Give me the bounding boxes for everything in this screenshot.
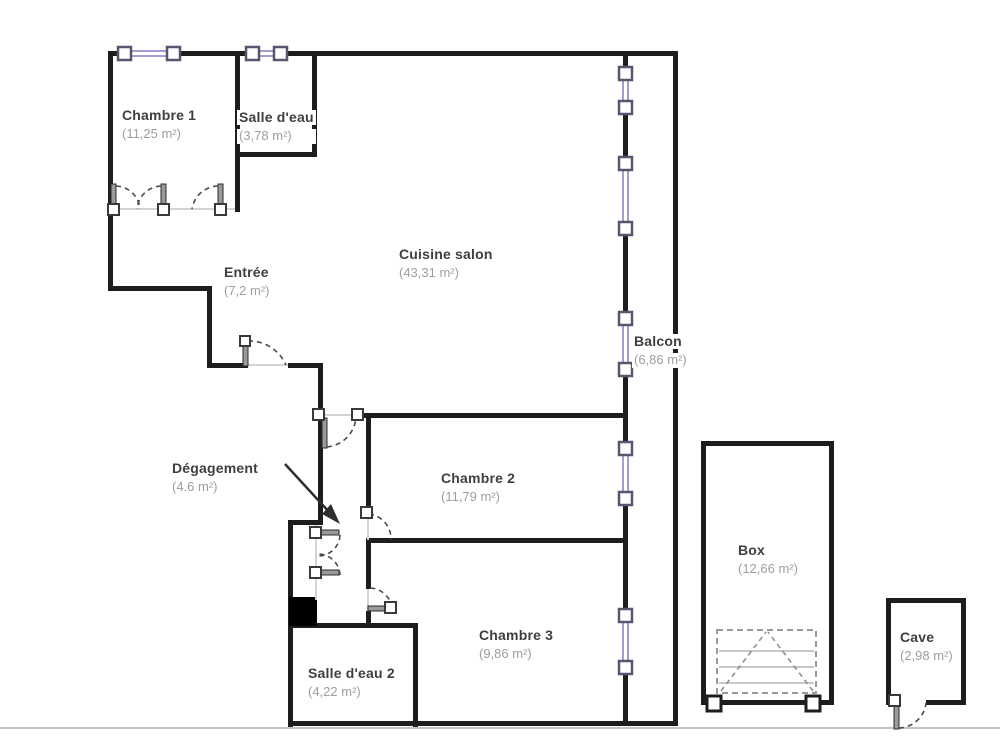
room-area: (11,25 m²) — [122, 126, 181, 142]
room-name: Chambre 3 — [479, 627, 554, 643]
room-name: Cuisine salon — [399, 246, 493, 262]
room-label-cave: Cave (2,98 m²) — [900, 629, 953, 664]
room-label-balcon: Balcon (6,86 m²) — [632, 333, 689, 368]
room-label-box: Box (12,66 m²) — [738, 542, 798, 577]
room-name: Salle d'eau 2 — [308, 665, 395, 681]
door-opening-lines — [112, 208, 369, 611]
windows — [116, 45, 634, 676]
room-label-chambre-1: Chambre 1 (11,25 m²) — [122, 107, 197, 142]
room-label-chambre-3: Chambre 3 (9,86 m²) — [479, 627, 554, 662]
room-area: (2,98 m²) — [900, 648, 953, 664]
room-name: Salle d'eau — [237, 109, 316, 126]
window-caps — [116, 45, 634, 676]
room-area: (6,86 m²) — [632, 352, 689, 368]
room-area: (7,2 m²) — [224, 283, 270, 299]
door-arcs — [115, 185, 927, 729]
room-area: (4,22 m²) — [308, 684, 361, 700]
door-caps — [107, 203, 901, 707]
room-name: Cave — [900, 629, 935, 645]
room-label-salle-deau: Salle d'eau (3,78 m²) — [237, 109, 316, 144]
room-label-cuisine-salon: Cuisine salon (43,31 m²) — [399, 246, 493, 281]
room-name: Chambre 2 — [441, 470, 516, 486]
room-name: Balcon — [632, 333, 689, 350]
ground-line — [0, 727, 1000, 729]
garage-door — [705, 629, 822, 713]
window-glass — [126, 50, 629, 664]
room-label-chambre-2: Chambre 2 (11,79 m²) — [441, 470, 516, 505]
pointer-arrow — [284, 463, 340, 524]
garage-posts — [705, 694, 822, 713]
room-area: (11,79 m²) — [441, 489, 500, 505]
doors — [107, 183, 927, 730]
shaft — [289, 597, 317, 626]
room-name: Chambre 1 — [122, 107, 197, 123]
room-name: Entrée — [224, 264, 269, 280]
room-label-salle-deau-2: Salle d'eau 2 (4,22 m²) — [308, 665, 395, 700]
room-name: Dégagement — [172, 460, 259, 476]
room-name: Box — [738, 542, 766, 558]
room-label-degagement: Dégagement (4.6 m²) — [172, 460, 259, 495]
room-area: (12,66 m²) — [738, 561, 798, 577]
room-area: (3,78 m²) — [237, 129, 316, 144]
room-area: (4.6 m²) — [172, 479, 218, 495]
room-area: (43,31 m²) — [399, 265, 459, 281]
room-area: (9,86 m²) — [479, 646, 532, 662]
room-label-entree: Entrée (7,2 m²) — [224, 264, 270, 299]
